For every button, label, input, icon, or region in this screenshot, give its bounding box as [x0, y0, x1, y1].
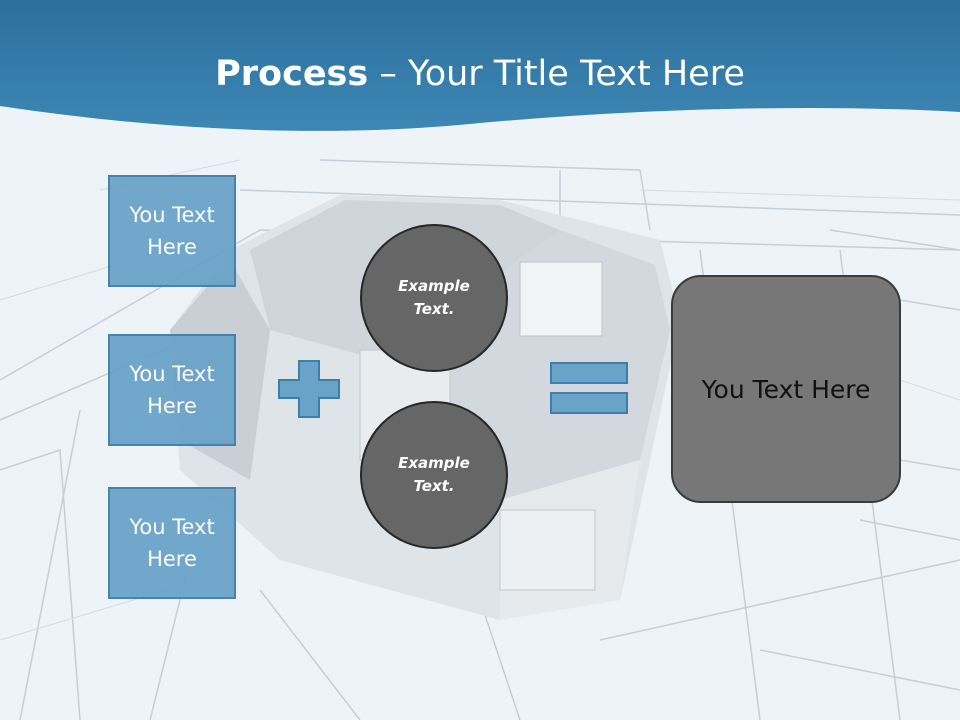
left-box-3: You Text Here	[108, 487, 236, 599]
plus-icon	[278, 360, 340, 418]
example-circle-2: Example Text.	[360, 401, 508, 549]
left-box-3-text: You Text Here	[129, 515, 215, 571]
circle-1-text: Example Text.	[398, 277, 470, 318]
left-box-1-text: You Text Here	[129, 203, 215, 259]
slide-title: Process – Your Title Text Here	[0, 52, 960, 96]
left-box-1: You Text Here	[108, 175, 236, 287]
result-box: You Text Here	[671, 275, 901, 503]
left-box-2: You Text Here	[108, 334, 236, 446]
circle-2-text: Example Text.	[398, 454, 470, 495]
equals-icon	[550, 362, 628, 414]
result-box-text: You Text Here	[701, 374, 871, 404]
example-circle-1: Example Text.	[360, 224, 508, 372]
title-rest: – Your Title Text Here	[368, 54, 745, 94]
title-bold: Process	[215, 54, 369, 94]
left-box-2-text: You Text Here	[129, 362, 215, 418]
